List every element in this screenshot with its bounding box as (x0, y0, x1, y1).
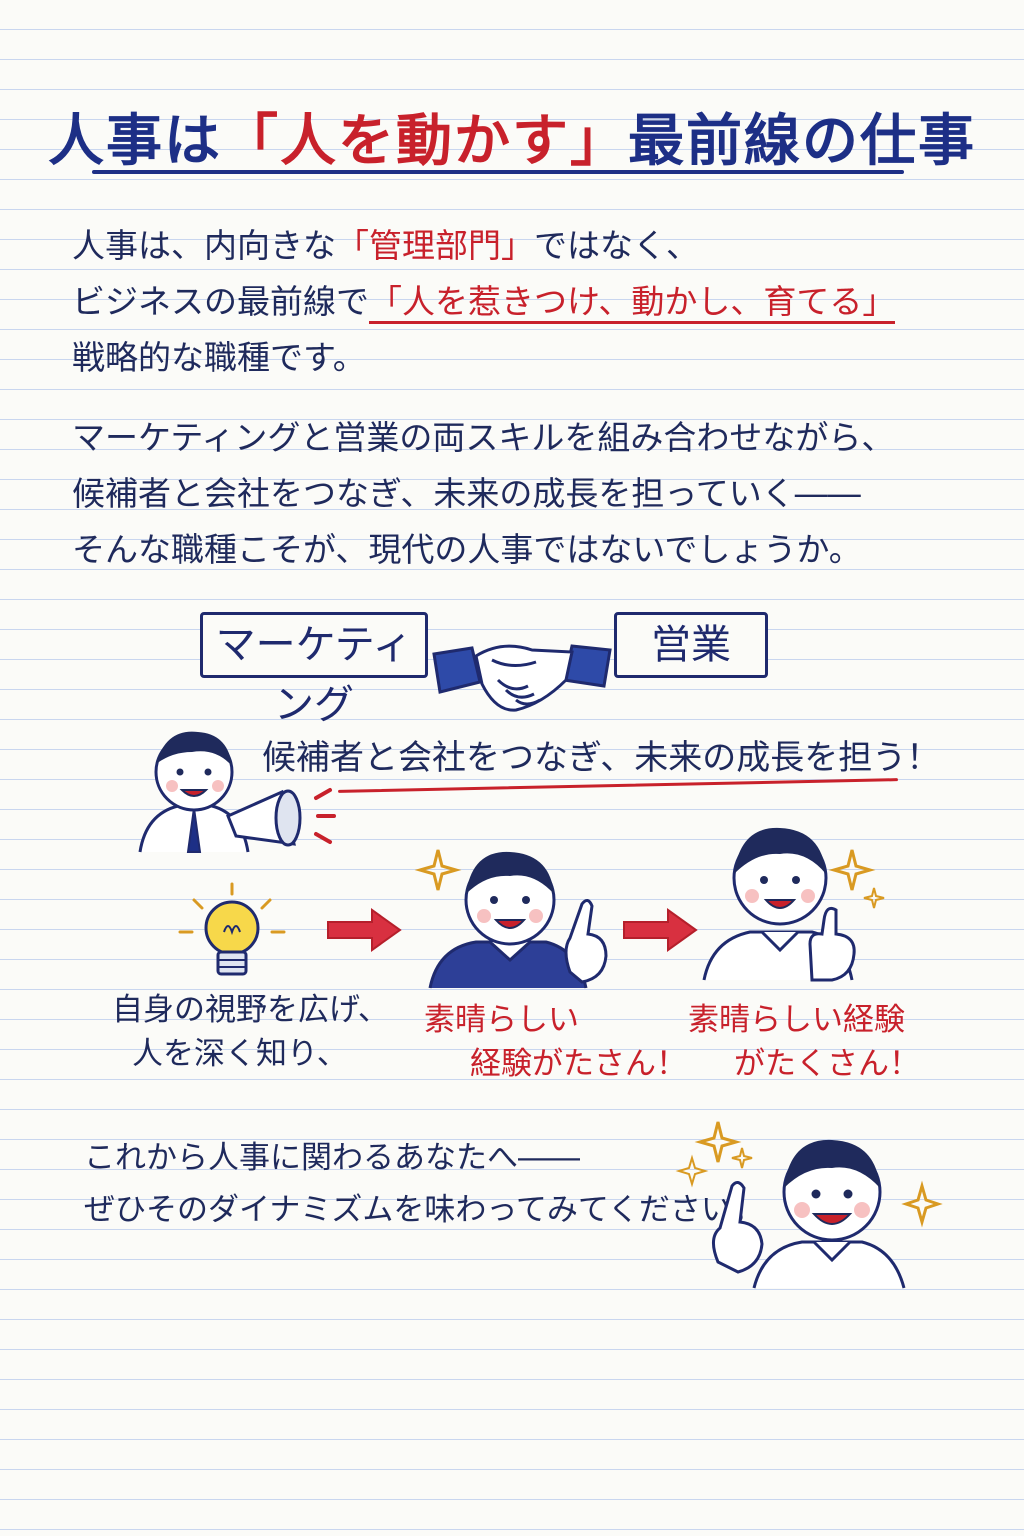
intro-highlight-admin: 「管理部門」 (336, 226, 534, 265)
intro-highlight-mission: 「人を惹きつけ、動かし、育てる」 (369, 282, 896, 324)
arrow-right-icon (623, 908, 698, 952)
body-line: 候補者と会社をつなぎ、未来の成長を担っていく―― (72, 474, 861, 513)
person-pointing (414, 849, 608, 989)
step2-line1: 素晴らしい (424, 1002, 579, 1038)
body-line: そんな職種こそが、現代の人事ではないでしょうか。 (72, 530, 862, 569)
closing-message: これから人事に関わるあなたへ―― ぜひそのダイナミズムを味わってみてください。 (84, 1132, 763, 1236)
sparkle-icon (828, 849, 885, 909)
tagline-underline (338, 778, 898, 793)
step1-caption: 自身の視野を広げ、 人を深く知り、 (112, 988, 389, 1076)
step2-line2: 経験がたさん！ (470, 1046, 687, 1082)
intro-paragraph: 人事は、内向きな「管理部門」ではなく、 ビジネスの最前線で「人を惹きつけ、動かし… (72, 218, 896, 386)
person-final (675, 1121, 943, 1289)
step1-line1: 自身の視野を広げ、 (112, 992, 389, 1028)
closing-line2: ぜひそのダイナミズムを味わってみてください。 (84, 1192, 763, 1228)
body-line: マーケティングと営業の両スキルを組み合わせながら、 (72, 418, 895, 457)
page-title: 人事は「人を動かす」最前線の仕事 (0, 96, 1024, 177)
intro-text: ビジネスの最前線で (72, 282, 369, 321)
intro-text: ではなく、 (534, 226, 699, 265)
intro-text: 人事は、内向きな (72, 226, 336, 265)
megaphone-person (138, 731, 336, 853)
tagline: 候補者と会社をつなぎ、未来の成長を担う！ (262, 738, 941, 778)
title-underline (92, 170, 904, 174)
body-paragraph: マーケティングと営業の両スキルを組み合わせながら、 候補者と会社をつなぎ、未来の… (72, 410, 894, 578)
title-part2: 最前線の仕事 (628, 109, 976, 174)
step3-caption: 素晴らしい経験 がたくさん！ (688, 998, 920, 1086)
megaphone-icon (226, 788, 336, 847)
sparkle-icon (414, 849, 462, 891)
step1-line2: 人を深く知り、 (132, 1036, 348, 1072)
lightbulb-icon (178, 882, 286, 976)
step2-caption: 素晴らしい 経験がたさん！ (424, 998, 687, 1086)
handshake-icon (432, 644, 612, 712)
title-highlight: 「人を動かす」 (222, 109, 628, 174)
person-thumbs-up (702, 827, 885, 982)
arrow-right-icon (327, 908, 402, 952)
intro-text: 戦略的な職種です。 (72, 338, 366, 377)
step3-line1: 素晴らしい経験 (688, 1002, 905, 1038)
sales-box: 営業 (614, 612, 768, 678)
marketing-box: マーケティング (200, 612, 428, 728)
closing-line1: これから人事に関わるあなたへ―― (84, 1140, 580, 1176)
title-part1: 人事は (48, 109, 222, 174)
step3-line2: がたくさん！ (734, 1046, 920, 1082)
sparkle-icon (675, 1121, 943, 1228)
